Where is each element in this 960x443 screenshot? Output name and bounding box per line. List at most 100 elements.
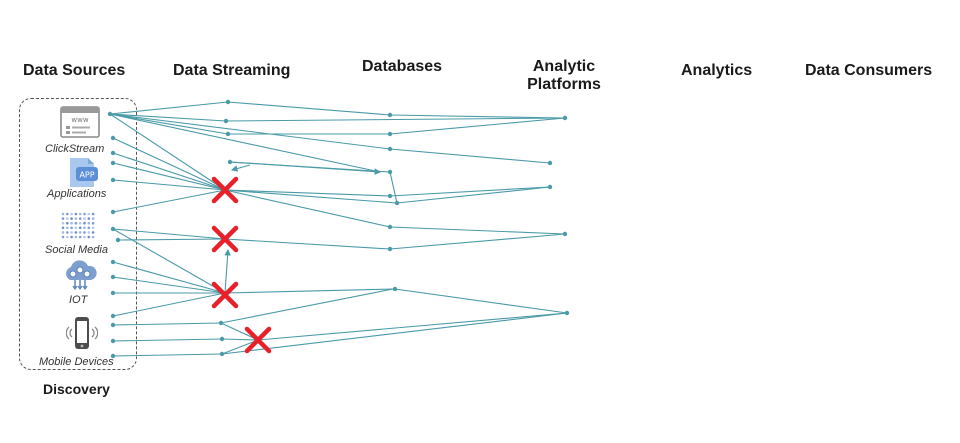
connection-line bbox=[112, 261, 226, 294]
connection-arrow bbox=[229, 161, 382, 175]
mobile-phone-icon bbox=[65, 315, 99, 358]
connection-line bbox=[109, 113, 226, 191]
connection-line bbox=[227, 101, 391, 116]
header-analytic-platforms: Analytic Platforms bbox=[512, 58, 616, 94]
connection-line bbox=[112, 292, 226, 317]
connection-line bbox=[224, 189, 391, 228]
connection-line bbox=[109, 101, 229, 115]
connection-arrow bbox=[224, 248, 231, 294]
source-label-social-media: Social Media bbox=[45, 244, 108, 256]
connection-line bbox=[112, 152, 226, 191]
connection-line bbox=[224, 189, 391, 197]
connection-node bbox=[547, 160, 553, 166]
connection-line bbox=[221, 339, 259, 355]
connection-node bbox=[219, 351, 225, 357]
connection-line bbox=[389, 233, 566, 250]
connection-node bbox=[387, 193, 393, 199]
connection-node bbox=[110, 290, 116, 296]
connection-node bbox=[387, 169, 393, 175]
connection-line bbox=[112, 322, 222, 326]
browser-window-icon: www bbox=[60, 106, 100, 143]
connection-line bbox=[112, 189, 226, 213]
discovery-label: Discovery bbox=[43, 381, 110, 397]
connection-line bbox=[220, 322, 259, 341]
connection-line bbox=[221, 312, 568, 355]
connection-node bbox=[392, 286, 398, 292]
connection-line bbox=[257, 312, 568, 341]
connection-node bbox=[225, 131, 231, 137]
connection-line bbox=[221, 338, 259, 341]
connection-node bbox=[110, 135, 116, 141]
connection-lines bbox=[109, 101, 568, 357]
connection-node bbox=[387, 224, 393, 230]
connection-node bbox=[387, 112, 393, 118]
connection-node bbox=[110, 353, 116, 359]
connection-line bbox=[389, 186, 551, 197]
connection-line bbox=[224, 238, 391, 250]
connection-line bbox=[112, 228, 226, 294]
data-sources-group bbox=[19, 98, 137, 370]
connection-node bbox=[110, 259, 116, 265]
connection-node bbox=[110, 150, 116, 156]
connection-node bbox=[110, 160, 116, 166]
connection-line bbox=[109, 113, 229, 135]
connection-node bbox=[387, 146, 393, 152]
source-label-clickstream: ClickStream bbox=[45, 143, 105, 155]
connection-line bbox=[112, 162, 226, 191]
header-analytic-platforms-line2: Platforms bbox=[527, 76, 601, 93]
header-data-consumers: Data Consumers bbox=[805, 62, 933, 79]
connection-node bbox=[107, 111, 113, 117]
connection-node bbox=[110, 209, 116, 215]
failure-cross-icon bbox=[211, 176, 239, 204]
connection-line bbox=[225, 117, 566, 122]
header-databases: Databases bbox=[362, 58, 443, 75]
connection-node bbox=[394, 200, 400, 206]
connection-node bbox=[227, 159, 233, 165]
connection-line bbox=[389, 117, 566, 135]
connection-node bbox=[110, 226, 116, 232]
connection-node bbox=[387, 131, 393, 137]
connection-node bbox=[218, 320, 224, 326]
connection-nodes bbox=[107, 99, 570, 359]
connection-line bbox=[389, 148, 551, 164]
connection-node bbox=[225, 99, 231, 105]
failure-cross-icon bbox=[211, 281, 239, 309]
connection-node bbox=[115, 237, 121, 243]
connection-line bbox=[112, 276, 226, 294]
connection-node bbox=[110, 338, 116, 344]
source-label-iot: IOT bbox=[69, 294, 88, 306]
connection-node bbox=[110, 313, 116, 319]
connection-line bbox=[220, 288, 394, 324]
connection-node bbox=[547, 184, 553, 190]
connection-node bbox=[110, 322, 116, 328]
connection-line bbox=[112, 179, 226, 191]
connection-line bbox=[112, 137, 226, 191]
failure-cross-icon bbox=[211, 225, 239, 253]
social-grid-icon bbox=[60, 211, 96, 246]
connection-line bbox=[109, 113, 391, 150]
connection-line bbox=[112, 353, 223, 357]
header-analytic-platforms-line1: Analytic bbox=[532, 58, 596, 75]
header-analytics: Analytics bbox=[681, 62, 753, 79]
connection-line bbox=[224, 288, 396, 294]
failure-markers bbox=[211, 176, 272, 354]
svg-text:APP: APP bbox=[79, 171, 94, 180]
connection-line bbox=[224, 189, 398, 204]
source-label-applications: Applications bbox=[47, 188, 107, 200]
source-label-mobile-devices: Mobile Devices bbox=[39, 356, 114, 368]
connection-line bbox=[389, 226, 566, 235]
connection-node bbox=[564, 310, 570, 316]
connection-node bbox=[562, 231, 568, 237]
connection-node bbox=[562, 115, 568, 121]
svg-text:www: www bbox=[71, 116, 88, 124]
header-data-streaming: Data Streaming bbox=[173, 62, 291, 79]
connection-node bbox=[223, 118, 229, 124]
connection-line bbox=[112, 228, 226, 240]
cloud-iot-icon bbox=[62, 260, 98, 295]
connection-line bbox=[389, 114, 566, 119]
connection-node bbox=[219, 336, 225, 342]
connection-line bbox=[394, 288, 568, 314]
connection-node bbox=[110, 177, 116, 183]
failure-cross-icon bbox=[244, 326, 272, 354]
